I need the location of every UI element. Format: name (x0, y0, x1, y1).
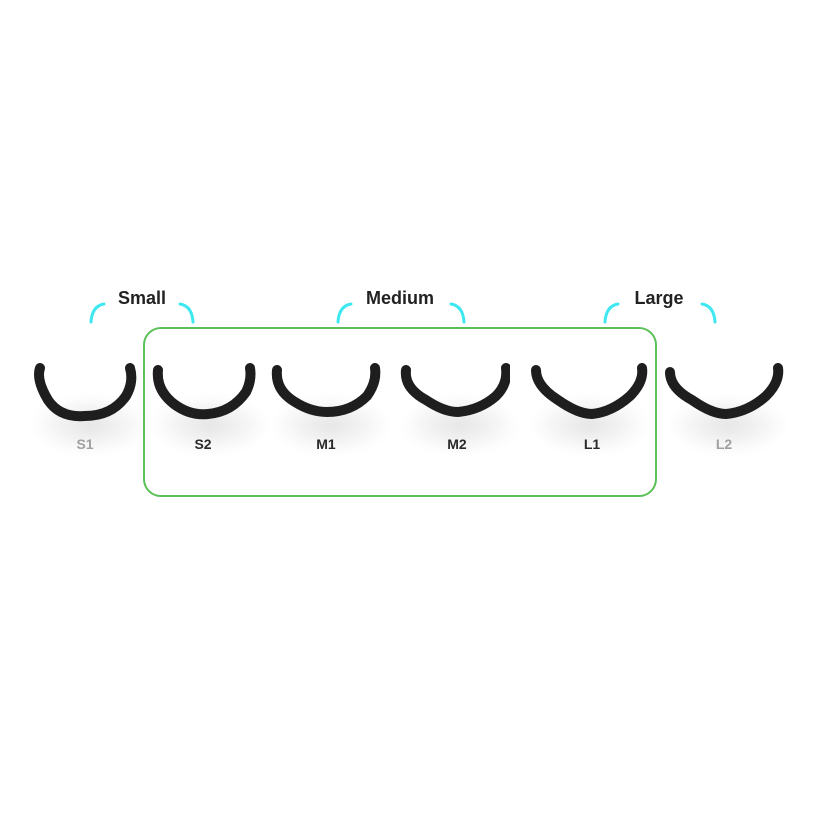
pad-shadow (668, 395, 788, 455)
nose-pad-icon (152, 363, 256, 420)
bracket-icon (603, 302, 717, 324)
group-label-medium: Medium (365, 288, 434, 308)
size-label: L2 (715, 436, 733, 452)
nose-pad-icon (400, 363, 510, 418)
size-label: M2 (447, 436, 467, 452)
bracket-icon (89, 302, 195, 324)
bracket-icon (336, 302, 466, 324)
nose-pad-icon (271, 363, 381, 418)
size-label: L1 (583, 436, 601, 452)
nose-pad-icon (34, 363, 137, 422)
pad-shadow (530, 395, 650, 455)
size-label: S2 (194, 436, 212, 452)
nose-pad-icon (531, 363, 648, 420)
size-label: M1 (316, 436, 336, 452)
recommended-range-frame (143, 327, 657, 497)
group-label-large: Large (634, 288, 684, 308)
group-label-small: Small (117, 288, 167, 308)
pad-shadow (400, 395, 520, 455)
size-label: S1 (76, 436, 94, 452)
nose-pad-icon (665, 363, 784, 420)
